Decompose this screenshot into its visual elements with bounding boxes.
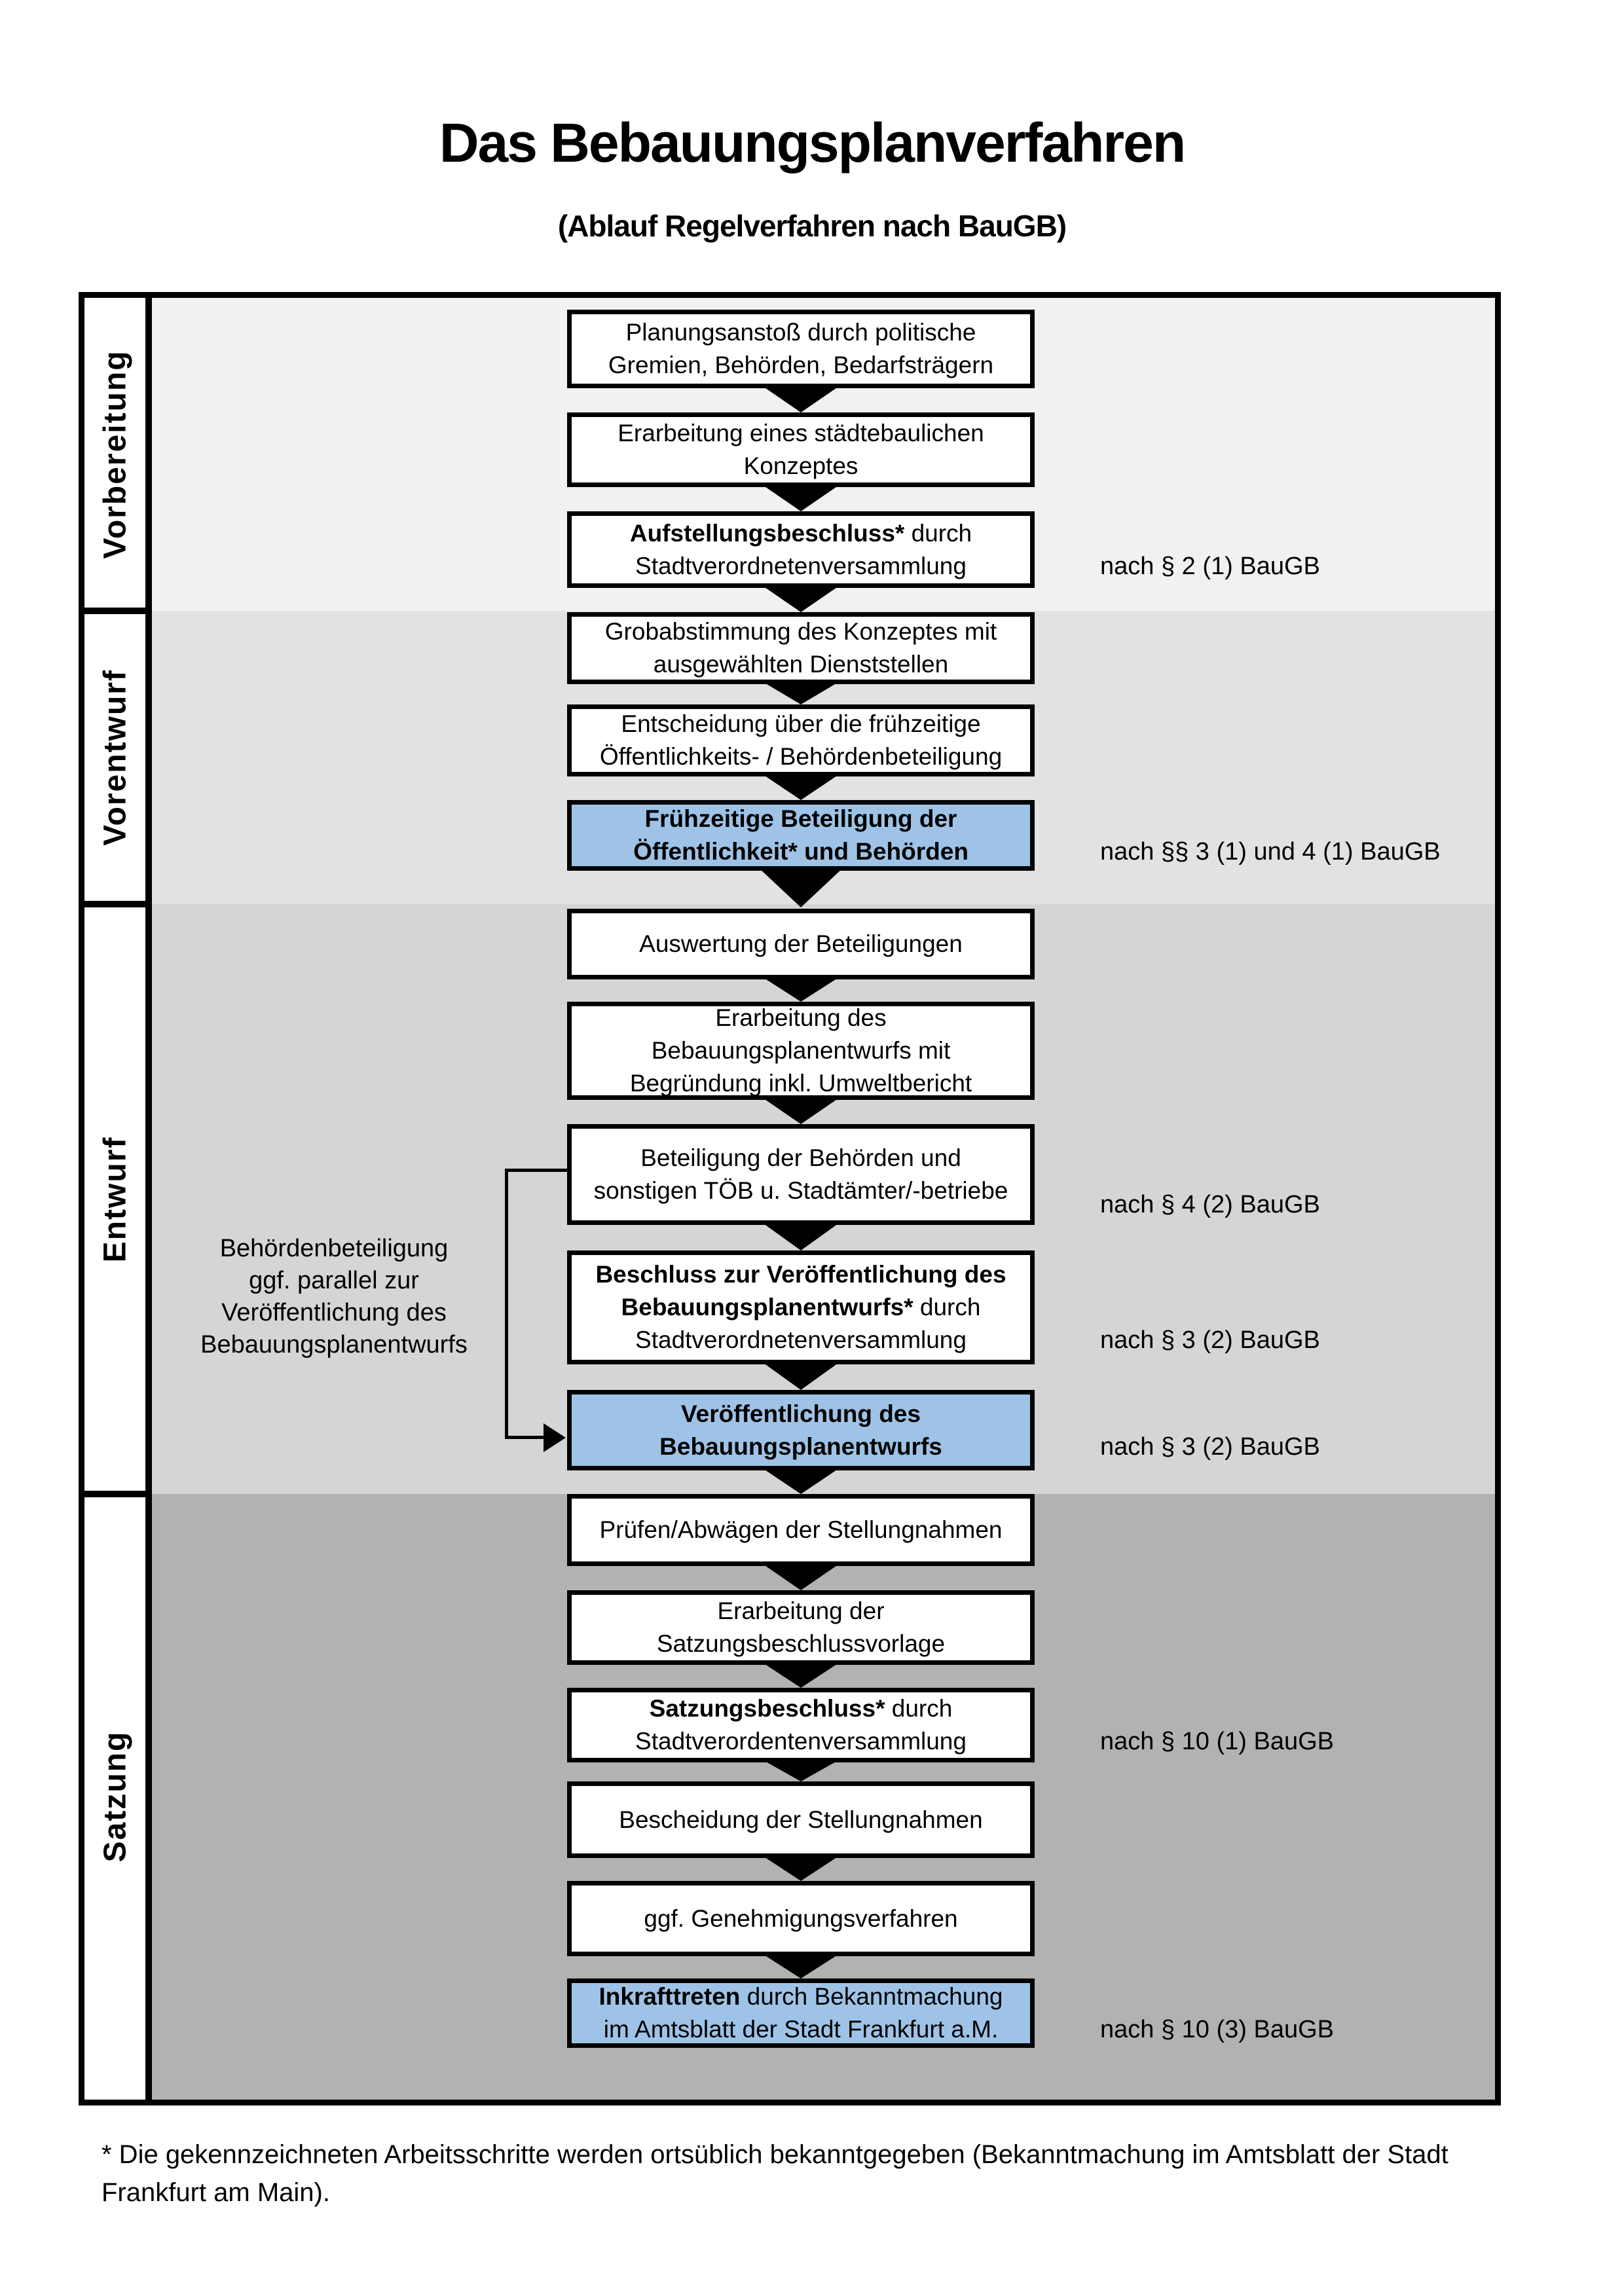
down-arrow-icon bbox=[759, 1660, 843, 1688]
down-arrow-icon bbox=[759, 384, 843, 412]
footnote: * Die gekennzeichneten Arbeitsschritte w… bbox=[101, 2136, 1536, 2212]
side-note-line: ggf. parallel zur bbox=[249, 1267, 419, 1294]
step-erarbeitung-entwurf: Erarbeitung des Bebauungsplanentwurfs mi… bbox=[567, 1002, 1035, 1100]
step-inkrafttreten: Inkrafttreten durch Bekanntmachung im Am… bbox=[567, 1978, 1035, 2048]
down-arrow-icon bbox=[759, 868, 843, 907]
step-text: sonstigen TÖB u. Stadtämter/-betriebe bbox=[593, 1177, 1008, 1204]
step-text: Satzungsbeschluss* bbox=[649, 1695, 885, 1722]
step-staedtebauliches-konzept: Erarbeitung eines städtebaulichen Konzep… bbox=[567, 412, 1035, 487]
side-note-line: Behördenbeteiligung bbox=[219, 1235, 449, 1262]
step-grobabstimmung: Grobabstimmung des Konzeptes mit ausgewä… bbox=[567, 612, 1035, 684]
step-bescheidung: Bescheidung der Stellungnahmen bbox=[567, 1781, 1035, 1858]
step-text: Stadtverordnetenversammlung bbox=[635, 1326, 967, 1353]
footnote-line: Frankfurt am Main). bbox=[101, 2178, 330, 2207]
step-veroeffentlichung-entwurf: Veröffentlichung des Bebauungsplanentwur… bbox=[567, 1390, 1035, 1470]
step-text: Planungsanstoß durch politische bbox=[625, 319, 976, 346]
legal-ref: nach § 2 (1) BauGB bbox=[1100, 553, 1320, 580]
step-text: durch bbox=[885, 1695, 953, 1722]
step-text: Begründung inkl. Umweltbericht bbox=[629, 1070, 972, 1097]
step-text: ggf. Genehmigungsverfahren bbox=[644, 1904, 958, 1932]
side-note: Behördenbeteiligung ggf. parallel zur Ve… bbox=[190, 1233, 478, 1361]
step-fruehzeitige-beteiligung: Frühzeitige Beteiligung der Öffentlichke… bbox=[567, 800, 1035, 871]
step-text: Prüfen/Abwägen der Stellungnahmen bbox=[599, 1516, 1003, 1543]
page-title: Das Bebauungsplanverfahren bbox=[439, 112, 1186, 173]
legal-ref: nach § 3 (2) BauGB bbox=[1100, 1326, 1320, 1354]
phase-separator bbox=[84, 1491, 147, 1497]
step-auswertung: Auswertung der Beteiligungen bbox=[567, 909, 1035, 979]
step-text: durch bbox=[913, 1294, 981, 1321]
page-subtitle: (Ablauf Regelverfahren nach BauGB) bbox=[557, 209, 1067, 243]
legal-ref: nach § 10 (3) BauGB bbox=[1100, 2016, 1334, 2043]
step-text: Beschluss zur Veröffentlichung des bbox=[595, 1261, 1006, 1288]
step-genehmigungsverfahren: ggf. Genehmigungsverfahren bbox=[567, 1881, 1035, 1956]
connector-line-vertical bbox=[505, 1169, 508, 1439]
legal-ref: nach § 3 (2) BauGB bbox=[1100, 1433, 1320, 1461]
step-text: Konzeptes bbox=[743, 452, 858, 479]
step-text: Beteiligung der Behörden und bbox=[640, 1144, 961, 1171]
footnote-line: * Die gekennzeichneten Arbeitsschritte w… bbox=[101, 2140, 1449, 2169]
step-behoerdenbeteiligung: Beteiligung der Behörden und sonstigen T… bbox=[567, 1124, 1035, 1225]
step-text: Erarbeitung der bbox=[717, 1597, 885, 1624]
phase-separator bbox=[84, 608, 147, 614]
step-text: Frühzeitige Beteiligung der bbox=[644, 805, 957, 832]
step-text: Aufstellungsbeschluss* bbox=[629, 519, 905, 547]
down-arrow-icon bbox=[759, 1220, 843, 1250]
down-arrow-icon bbox=[759, 1360, 843, 1390]
step-planungsanstoss: Planungsanstoß durch politische Gremien,… bbox=[567, 310, 1035, 388]
step-text: Stadtverordnetenversammlung bbox=[635, 552, 967, 579]
down-arrow-icon bbox=[759, 1853, 843, 1881]
step-entscheidung-beteiligung: Entscheidung über die frühzeitige Öffent… bbox=[567, 704, 1035, 776]
side-note-line: Bebauungsplanentwurfs bbox=[200, 1331, 468, 1358]
connector-line-bottom bbox=[505, 1436, 545, 1439]
step-satzungsbeschluss: Satzungsbeschluss* durch Stadtverordente… bbox=[567, 1688, 1035, 1762]
down-arrow-icon bbox=[759, 583, 843, 612]
step-pruefen-abwaegen: Prüfen/Abwägen der Stellungnahmen bbox=[567, 1494, 1035, 1566]
phase-column-divider bbox=[145, 292, 152, 2105]
step-beschluss-veroeffentlichung: Beschluss zur Veröffentlichung des Bebau… bbox=[567, 1250, 1035, 1364]
step-text: Bebauungsplanentwurfs* bbox=[621, 1294, 913, 1321]
step-text: Öffentlichkeit* und Behörden bbox=[633, 838, 969, 865]
step-text: Gremien, Behörden, Bedarfsträgern bbox=[608, 352, 994, 378]
legal-ref: nach §§ 3 (1) und 4 (1) BauGB bbox=[1100, 838, 1441, 866]
connector-line-top bbox=[505, 1169, 567, 1172]
step-text: Grobabstimmung des Konzeptes mit bbox=[604, 618, 997, 645]
step-text: durch Bekanntmachung bbox=[740, 1983, 1003, 2010]
phase-separator bbox=[84, 901, 147, 907]
phase-label-satzung: Satzung bbox=[98, 1730, 133, 1863]
step-text: Auswertung der Beteiligungen bbox=[639, 930, 963, 957]
phase-label-entwurf: Entwurf bbox=[98, 1136, 133, 1263]
step-aufstellungsbeschluss: Aufstellungsbeschluss* durch Stadtverord… bbox=[567, 511, 1035, 588]
down-arrow-icon bbox=[759, 1095, 843, 1124]
down-arrow-icon bbox=[759, 483, 843, 511]
legal-ref: nach § 10 (1) BauGB bbox=[1100, 1728, 1334, 1755]
step-text: Veröffentlichung des bbox=[681, 1400, 921, 1427]
step-text: Erarbeitung eines städtebaulichen bbox=[618, 420, 984, 446]
step-text: Entscheidung über die frühzeitige bbox=[621, 710, 981, 737]
step-text: Bebauungsplanentwurfs mit bbox=[651, 1037, 951, 1064]
down-arrow-icon bbox=[759, 1466, 843, 1494]
step-text: durch bbox=[904, 519, 972, 547]
step-text: Bebauungsplanentwurfs bbox=[659, 1432, 942, 1460]
right-arrowhead-icon bbox=[544, 1423, 566, 1452]
step-text: im Amtsblatt der Stadt Frankfurt a.M. bbox=[603, 2016, 999, 2043]
side-note-line: Veröffentlichung des bbox=[221, 1299, 447, 1326]
step-satzungsbeschlussvorlage: Erarbeitung der Satzungsbeschlussvorlage bbox=[567, 1590, 1035, 1665]
down-arrow-icon bbox=[759, 1561, 843, 1590]
step-text: Bescheidung der Stellungnahmen bbox=[619, 1806, 983, 1833]
step-text: Erarbeitung des bbox=[715, 1004, 887, 1031]
phase-label-vorbereitung: Vorbereitung bbox=[98, 350, 133, 559]
step-text: Öffentlichkeits- / Behördenbeteiligung bbox=[599, 743, 1003, 770]
phase-label-vorentwurf: Vorentwurf bbox=[98, 669, 133, 846]
down-arrow-icon bbox=[759, 772, 843, 800]
legal-ref: nach § 4 (2) BauGB bbox=[1100, 1191, 1320, 1218]
step-text: ausgewählten Dienststellen bbox=[653, 651, 949, 678]
step-text: Stadtverordentenversammlung bbox=[635, 1728, 967, 1755]
step-text: Satzungsbeschlussvorlage bbox=[656, 1630, 946, 1657]
step-text: Inkrafttreten bbox=[599, 1983, 741, 2010]
